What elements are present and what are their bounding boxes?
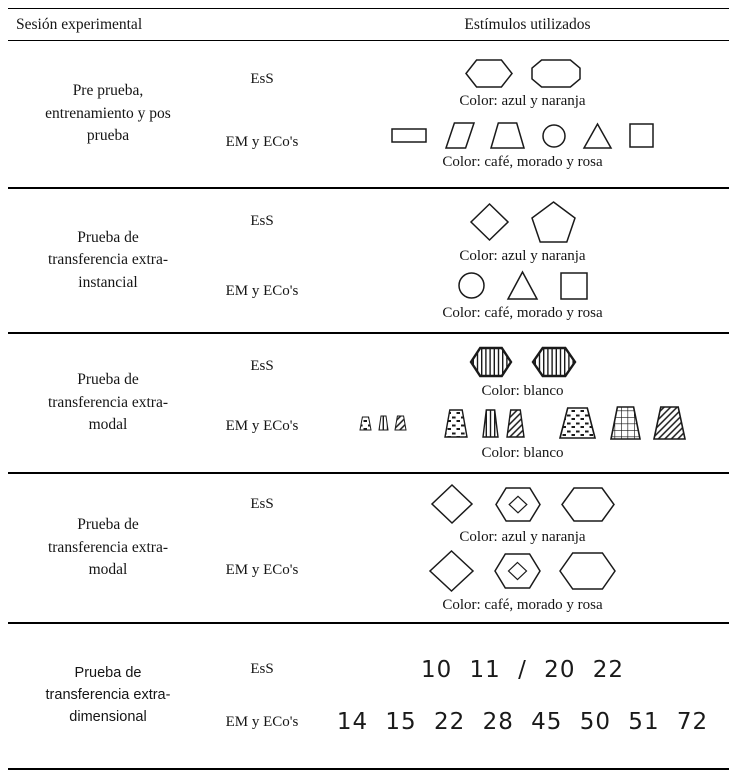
stimulus-group: EsS 10 11 / 20 22 [208,657,729,683]
trapezoid-shape-icon [505,408,525,438]
stimulus-group: EM y ECo's Color: café, morado y rosa [208,269,729,322]
diamond-shape-icon [428,549,475,593]
table-row: Prueba de transferencia extra- modal EsS… [8,474,729,624]
stimulus-type-label: EsS [250,496,274,512]
square-shape-icon [629,123,654,148]
stimulus-group: EM y ECo's Color: blanco [208,404,729,462]
trapezoid-shape-icon [652,406,686,440]
session-label: Prueba de transferencia extra- instancia… [47,228,169,291]
stimuli-table: Sesión experimental Estímulos utilizados… [8,8,729,770]
color-caption: Color: azul y naranja [459,248,586,264]
color-caption: Color: blanco [481,445,564,461]
session-label: Pre prueba, entrenamiento y pos prueba [45,82,171,145]
stimuli-shapes [467,344,579,380]
stimuli-shapes [468,199,578,245]
stimulus-group: EM y ECo's Color: café, morado y rosa [208,548,729,614]
stimulus-type-label: EsS [250,358,274,374]
triangle-shape-icon [582,121,613,149]
hexagon-shape-icon [464,59,513,88]
stimuli-shapes [427,548,618,594]
table-header: Sesión experimental Estímulos utilizados [8,9,729,41]
color-caption: Color: blanco [481,383,564,399]
hexagon-shape-icon [559,552,616,590]
color-caption: Color: café, morado y rosa [442,305,603,321]
trapezoid-shape-icon [481,408,499,438]
stimulus-type-label: EM y ECo's [225,134,299,150]
session-label: Prueba de transferencia extra- modal [47,516,169,579]
circle-shape-icon [457,272,485,299]
hexdiamond-shape-icon [494,486,541,522]
diamond-shape-icon [430,483,473,525]
color-caption: Color: azul y naranja [459,529,586,545]
stimuli-numbers: 10 11 / 20 22 [420,656,625,683]
circle-shape-icon [542,123,566,148]
table-row: Pre prueba, entrenamiento y pos prueba E… [8,41,729,189]
session-label: Prueba de transferencia extra- modal [47,371,169,434]
stimuli-shapes [463,57,583,90]
stimulus-type-label: EsS [250,213,274,229]
stimuli-shapes [358,404,688,442]
octagon-shape-icon [530,59,581,88]
stimulus-type-label: EM y ECo's [225,562,299,578]
table-row: Prueba de transferencia extra- instancia… [8,189,729,334]
header-session-column: Sesión experimental [16,16,143,33]
trapezoid-shape-icon [393,415,407,431]
stimuli-shapes [429,482,617,526]
table-row: Prueba de transferencia extra- modal EsS… [8,334,729,474]
stimulus-type-label: EM y ECo's [225,283,299,299]
hexagon-shape-icon [531,346,576,378]
stimulus-type-label: EsS [250,71,274,87]
header-stimuli-column: Estímulos utilizados [464,16,591,33]
stimulus-type-label: EM y ECo's [225,418,299,434]
stimulus-group: EM y ECo's 14 15 22 28 45 50 51 72 [208,709,729,735]
trapezoid-shape-icon [609,406,641,440]
stimulus-type-label: EM y ECo's [225,713,299,730]
square-shape-icon [559,271,588,300]
stimulus-group: EsS Color: azul y naranja [208,199,729,265]
pentagon-shape-icon [530,201,576,243]
hexdiamond-shape-icon [494,553,541,589]
stimuli-shapes [389,120,656,151]
trapezoid-shape-icon [358,416,372,430]
stimulus-group: EsS Color: azul y naranja [208,482,729,546]
table-row: Prueba de transferencia extra- dimension… [8,624,729,768]
session-label: Prueba de transferencia extra- dimension… [45,665,171,725]
color-caption: Color: café, morado y rosa [442,597,603,613]
trapezoid-shape-icon [443,408,468,438]
parallelogram-shape-icon [444,122,476,149]
rect-shape-icon [391,128,427,143]
triangle-shape-icon [506,270,538,300]
color-caption: Color: azul y naranja [459,93,586,109]
stimulus-group: EsS Color: azul y naranja [208,57,729,110]
trapezoid-shape-icon [489,122,526,149]
stimuli-numbers: 14 15 22 28 45 50 51 72 [336,709,709,736]
hexagon-shape-icon [469,346,512,378]
stimuli-shapes [456,269,590,302]
trapezoid-shape-icon [377,415,389,431]
trapezoid-shape-icon [558,407,596,439]
stimulus-group: EM y ECo's Color: café, morado y rosa [208,120,729,171]
stimulus-group: EsS Color: blanco [208,344,729,400]
diamond-shape-icon [469,202,509,242]
color-caption: Color: café, morado y rosa [442,154,603,170]
stimulus-type-label: EsS [250,661,274,678]
hexagon-shape-icon [560,486,615,522]
